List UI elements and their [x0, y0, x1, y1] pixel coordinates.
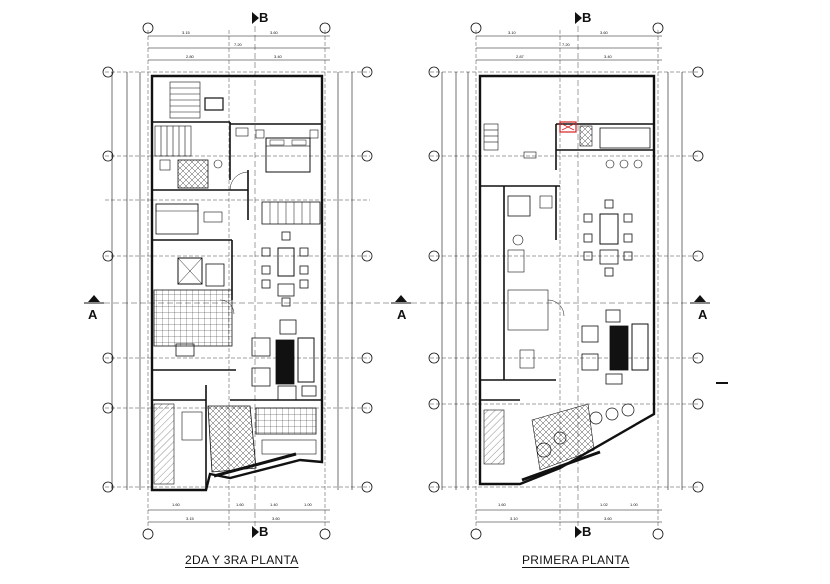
ground-floor-title: PRIMERA PLANTA [522, 553, 630, 567]
svg-text:3.15: 3.15 [182, 30, 191, 35]
upper-floors-title: 2DA Y 3RA PLANTA [185, 553, 299, 567]
svg-text:1.00: 1.00 [630, 502, 639, 507]
svg-text:3.60: 3.60 [600, 30, 609, 35]
svg-text:1.02: 1.02 [600, 502, 609, 507]
svg-text:3.60: 3.60 [270, 30, 279, 35]
upper-floors-plan [102, 22, 373, 540]
svg-text:1.60: 1.60 [236, 502, 245, 507]
svg-text:3.40: 3.40 [274, 54, 283, 59]
section-label-b-right-top: B [582, 10, 591, 25]
section-mark-a: A A A [84, 295, 728, 384]
svg-text:1.40: 1.40 [270, 502, 279, 507]
svg-text:3.15: 3.15 [186, 516, 195, 521]
svg-text:3.60: 3.60 [272, 516, 281, 521]
ground-floor-dimension-labels: 3.10 3.60 7.20 2.87 3.40 1.60 1.02 1.00 3.1… [498, 30, 639, 521]
svg-text:3.10: 3.10 [508, 30, 517, 35]
svg-text:2.80: 2.80 [186, 54, 195, 59]
section-label-a-right: A [698, 307, 708, 322]
upper-floors-dimension-labels: 3.15 3.60 7.20 2.80 3.40 1.60 1.60 1.40 1.00… [172, 30, 313, 521]
section-label-b-left-top: B [259, 10, 268, 25]
svg-text:7.20: 7.20 [234, 42, 243, 47]
svg-text:3.40: 3.40 [604, 54, 613, 59]
section-label-b-left-bottom: B [259, 524, 268, 539]
svg-text:1.60: 1.60 [172, 502, 181, 507]
svg-text:3.60: 3.60 [604, 516, 613, 521]
svg-text:7.20: 7.20 [562, 42, 571, 47]
svg-text:3.10: 3.10 [510, 516, 519, 521]
svg-text:2.87: 2.87 [516, 54, 525, 59]
ground-floor-plan [428, 22, 704, 540]
section-label-a-left: A [88, 307, 98, 322]
section-label-a-center: A [397, 307, 407, 322]
svg-text:1.60: 1.60 [498, 502, 507, 507]
section-label-b-right-bottom: B [582, 524, 591, 539]
section-mark-b: B B B B [252, 10, 591, 539]
svg-text:1.00: 1.00 [304, 502, 313, 507]
